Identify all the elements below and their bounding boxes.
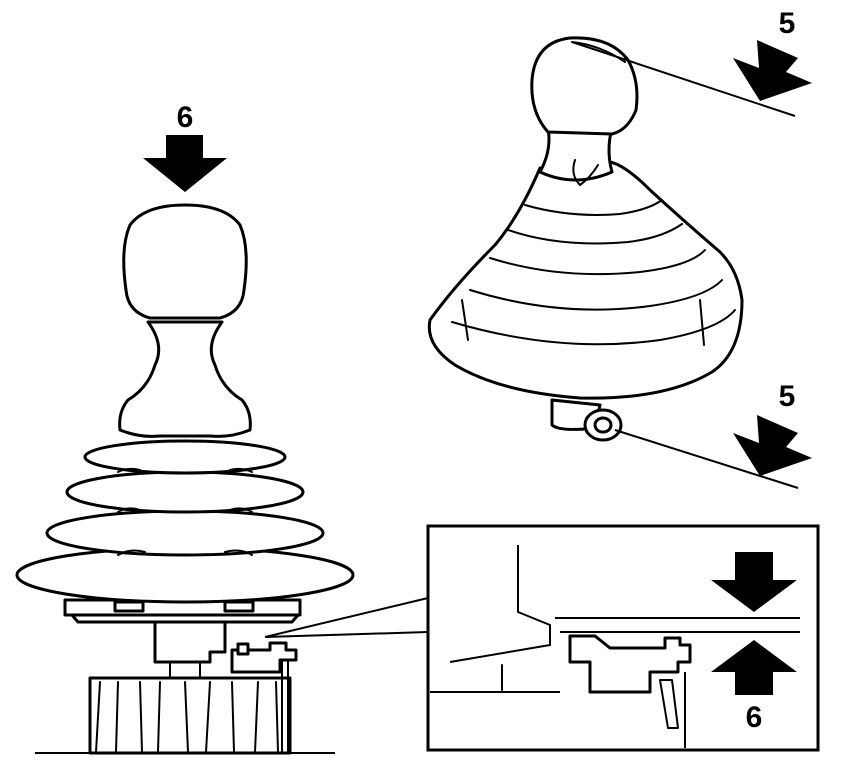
transmission-base	[88, 660, 292, 755]
shift-lever-pin	[550, 398, 623, 442]
gaiter-boot	[427, 160, 744, 400]
left-knob-stem	[118, 320, 252, 438]
left-gear-knob-assembly: 6	[15, 101, 355, 755]
right-top-callout-label: 5	[779, 7, 796, 40]
right-gear-knob-assembly: 5 5	[427, 7, 812, 489]
inset-pointer	[264, 597, 429, 638]
bottom-leader-line	[614, 429, 799, 489]
inset-latch-part	[568, 634, 692, 694]
inset-down-arrow	[711, 552, 797, 612]
inset-callout-label: 6	[746, 701, 763, 734]
boot-base-ring	[63, 598, 302, 624]
inset-lever-profile	[449, 545, 551, 663]
right-gear-knob	[530, 36, 639, 136]
left-callout-label: 6	[177, 101, 194, 134]
bellows-boot	[15, 439, 355, 604]
left-force-arrow	[143, 135, 227, 192]
right-bottom-callout-label: 5	[779, 380, 796, 413]
right-bottom-force-arrow	[733, 415, 812, 476]
detail-inset: 6	[264, 524, 820, 752]
top-leader-line	[571, 41, 796, 117]
right-knob-stem	[538, 126, 614, 186]
left-gear-knob	[122, 203, 248, 320]
shifter-housing	[153, 610, 298, 679]
right-top-force-arrow	[733, 40, 812, 101]
inset-up-arrow	[711, 640, 797, 695]
